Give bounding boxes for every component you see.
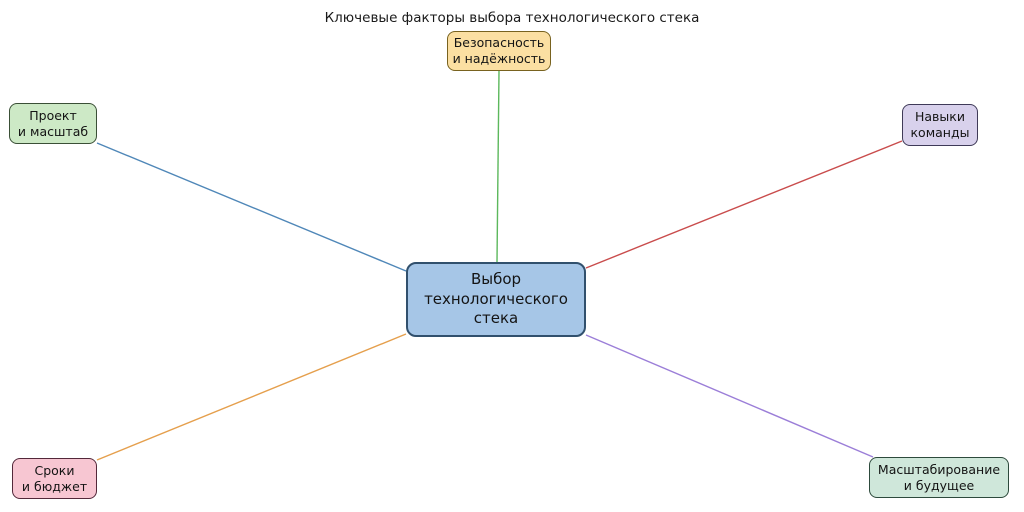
node-label-line2: команды: [910, 125, 970, 140]
node-label-line1: Масштабирование: [877, 461, 1001, 477]
node-security-reliability: Безопасность и надёжность: [447, 31, 551, 71]
node-label-line2: и надёжность: [452, 51, 546, 66]
node-label-line1: Проект: [29, 107, 77, 123]
node-center-tech-stack-choice: Выбор технологического стека: [406, 262, 586, 337]
node-project-scale: Проект и масштаб: [9, 103, 97, 144]
connector-project-center: [96, 142, 407, 272]
node-label-line2: и масштаб: [17, 123, 89, 139]
connector-security-center: [496, 70, 500, 263]
node-label-line1: Безопасность: [453, 35, 545, 50]
node-center-label-line2: технологического: [424, 289, 568, 308]
node-center-label-line1: Выбор: [470, 270, 522, 289]
node-label-line2: и будущее: [903, 477, 975, 493]
node-team-skills: Навыки команды: [902, 104, 978, 146]
node-time-budget: Сроки и бюджет: [12, 458, 97, 499]
diagram-title: Ключевые факторы выбора технологического…: [324, 10, 700, 26]
connector-scaling-center: [585, 334, 874, 458]
node-center-label-line3: стека: [473, 309, 519, 328]
node-scaling-future: Масштабирование и будущее: [869, 457, 1009, 498]
node-label-line1: Навыки: [915, 109, 965, 124]
node-label-line1: Сроки: [34, 462, 75, 478]
connector-time-center: [96, 333, 407, 461]
node-label-line2: и бюджет: [21, 478, 88, 494]
connector-skills-center: [585, 140, 903, 269]
